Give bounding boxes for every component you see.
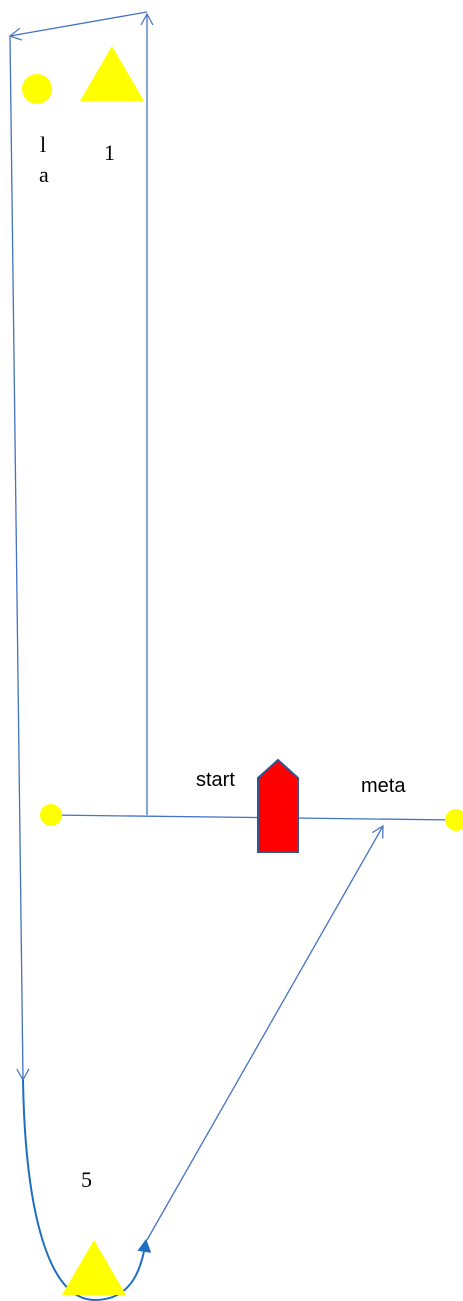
start-finish-line — [49, 814, 456, 821]
mark-1-triangle-icon — [80, 46, 144, 101]
leg-mark-1a-to-mark-5 — [9, 35, 30, 1082]
mark-1a-circle-icon — [22, 74, 52, 104]
start-label: start — [196, 769, 235, 791]
finish-label: meta — [361, 775, 406, 797]
committee-boat-icon — [257, 758, 299, 853]
mark-1-label: 1 — [104, 140, 115, 165]
finish-pin-circle-icon — [445, 809, 463, 831]
leg-mark-1-to-mark-1a — [8, 11, 148, 41]
start-pin-circle-icon — [40, 804, 62, 826]
leg-mark-5-to-finish — [146, 824, 384, 1241]
mark-1a-label-line2: a — [39, 162, 49, 187]
mark-1a-label-line1: l — [40, 132, 46, 157]
mark-5-label: 5 — [81, 1167, 92, 1192]
mark-5-triangle-icon — [62, 1240, 126, 1295]
